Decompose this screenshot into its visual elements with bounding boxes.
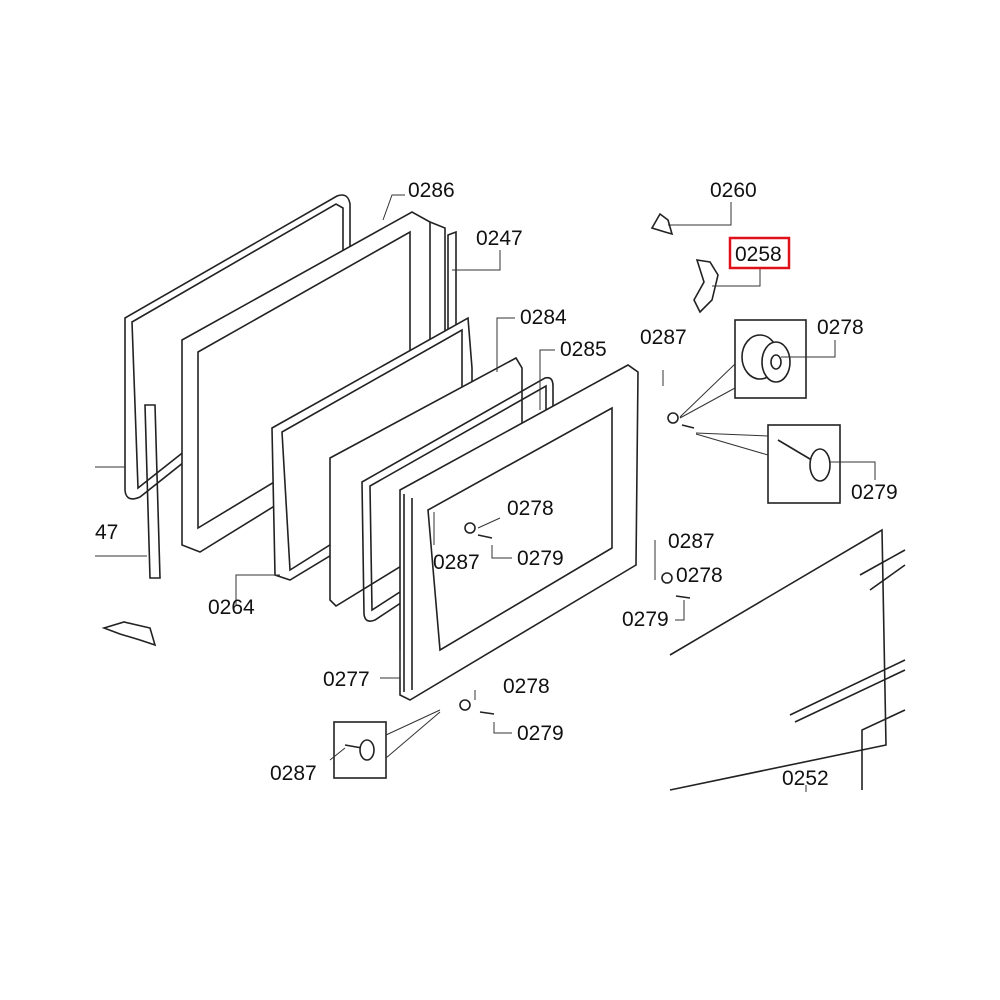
part-label-0277[interactable]: 0277 bbox=[323, 668, 370, 691]
part-label-0286[interactable]: 0286 bbox=[408, 179, 455, 202]
part-label-0284[interactable]: 0284 bbox=[520, 306, 567, 329]
part-label-0258[interactable]: 0258 bbox=[735, 243, 782, 266]
leader-lines bbox=[95, 194, 876, 792]
part-label-0278[interactable]: 0278 bbox=[817, 316, 864, 339]
part-label-0264[interactable]: 0264 bbox=[208, 596, 255, 619]
hinge-0258 bbox=[693, 259, 719, 314]
highlight-box bbox=[728, 236, 791, 270]
part-label-0278[interactable]: 0278 bbox=[503, 675, 550, 698]
part-label-0285[interactable]: 0285 bbox=[560, 338, 607, 361]
bracket-left bbox=[101, 621, 157, 647]
part-label-0278[interactable]: 0278 bbox=[507, 497, 554, 520]
part-label-0247[interactable]: 0247 bbox=[476, 227, 523, 250]
part-label-0279[interactable]: 0279 bbox=[851, 481, 898, 504]
part-label-0287[interactable]: 0287 bbox=[668, 530, 715, 553]
part-label-cut-47[interactable]: 47 bbox=[95, 521, 118, 544]
part-label-0279[interactable]: 0279 bbox=[622, 608, 669, 631]
part-label-0252[interactable]: 0252 bbox=[782, 767, 829, 790]
part-label-0287[interactable]: 0287 bbox=[270, 762, 317, 785]
part-label-0279[interactable]: 0279 bbox=[517, 547, 564, 570]
part-label-0287[interactable]: 0287 bbox=[640, 326, 687, 349]
part-label-0279[interactable]: 0279 bbox=[517, 722, 564, 745]
pin-0279-detail bbox=[662, 370, 841, 504]
inner-frame-0277 bbox=[399, 364, 639, 701]
part-label-0287[interactable]: 0287 bbox=[433, 551, 480, 574]
part-label-0278[interactable]: 0278 bbox=[676, 564, 723, 587]
pin-0279-detail-bottom bbox=[333, 709, 441, 779]
roller-0278-detail bbox=[667, 319, 807, 424]
bracket-0260 bbox=[650, 212, 674, 236]
part-label-0260[interactable]: 0260 bbox=[710, 179, 757, 202]
outer-door-glass-0252 bbox=[669, 528, 906, 791]
